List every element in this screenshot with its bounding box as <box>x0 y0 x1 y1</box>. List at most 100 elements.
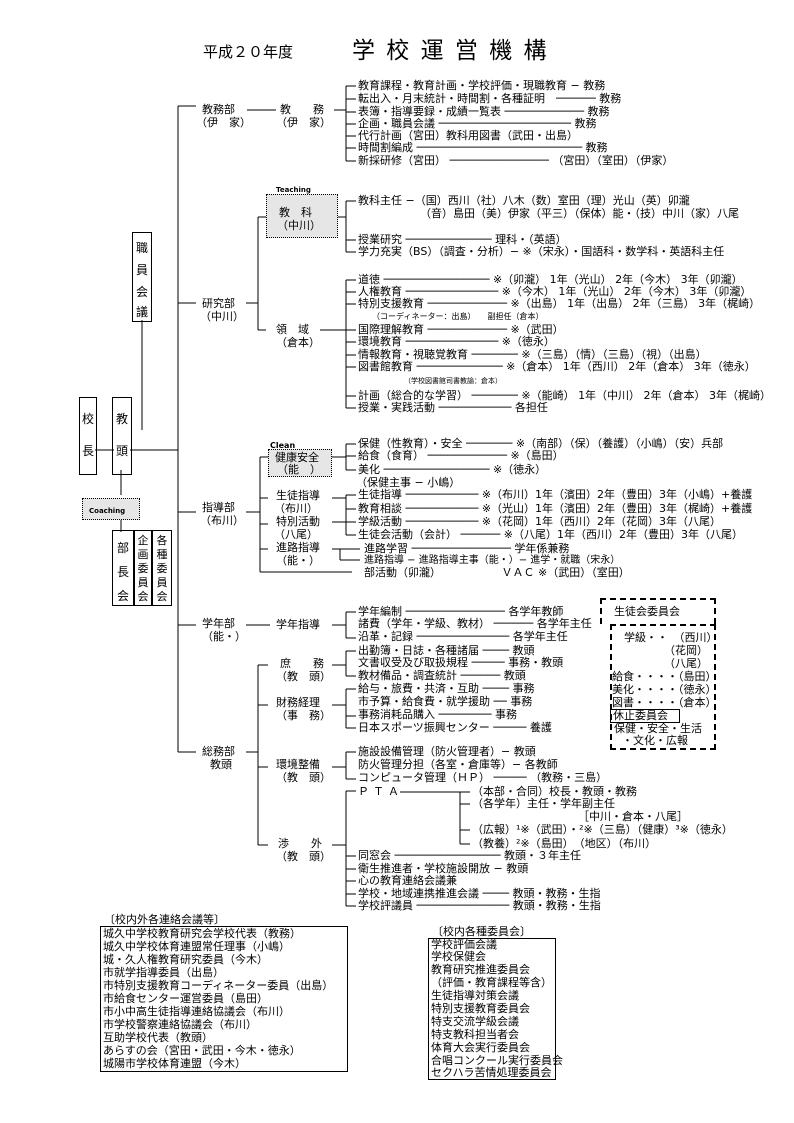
seito-item-4: 生徒会活動（会計） ────── ※（八尾）1年（西川）2年（豊田）3年（八尾） <box>358 528 743 541</box>
seito-item-3: 学級活動 ─────────── ※（花岡）1年（西川）2年（花岡）3年（八尾） <box>358 515 722 528</box>
ryoiki-item-11: 授業・実践活動 ─────────── 各担任 <box>358 401 548 414</box>
seito-item-1: 生徒指導 ─────────── ※（布川）1年（濱田）2年（豊田）3年（小嶋）… <box>358 488 753 501</box>
shomu-section: 庶 務 <box>280 657 324 670</box>
liaison-item-8: 市学校警察連絡協議会（布川） <box>103 1018 257 1031</box>
planning-committee-box: 企 画 委 員 会 <box>134 530 152 606</box>
kyoka-item-3: 授業研究 ───────────── 理科・（英語） <box>358 233 567 246</box>
kyoka-item-4: 学力充実（BS）（調査・分析）− ※（宋永）・国語科・数学科・英語科主任 <box>358 245 725 258</box>
gakunen-dept: 学年部 <box>202 617 235 630</box>
committee-item-7: 特支交流学級会議 <box>431 1015 519 1028</box>
liaison-item-6: 市給食センター運営委員（島田） <box>103 992 268 1005</box>
liaison-item-7: 市小中高生徒指導連絡協議会（布川） <box>103 1005 290 1018</box>
shinro-item-2: 進路指導 − 進路指導主事（能・）− 進学・就職（宋永） <box>364 555 621 566</box>
ryoiki-section: 領 域 <box>276 323 309 336</box>
kankyo-section: 環境整備 <box>276 758 320 771</box>
zaimu-item-1: 給与・旅費・共済・互助 ──── 事務 <box>358 682 535 695</box>
staff-meeting-char-4: 議 <box>135 305 148 319</box>
committee-item-2: 学校保健会 <box>431 950 486 963</box>
kyoka-item-2: （音）島田（美）伊家（平三）（保体）能・（技）中川（家）八尾 <box>420 207 739 220</box>
suspended-committee-box: 休止委員会 <box>610 709 680 723</box>
ryoiki-item-6: 環境教育 ────────────── ※（徳永） <box>358 335 555 348</box>
zaimu-section: 財務経理 <box>276 696 320 709</box>
committees-char-5: 会 <box>156 590 168 603</box>
student-council-item-5: 美化・・・・（徳永） <box>612 683 717 696</box>
student-council-item-6: 図書・・・・（倉本） <box>612 696 717 709</box>
kenko-box: 健康安全 （能 ） <box>268 449 332 477</box>
page-title: 学 校 運 営 機 構 <box>352 38 549 64</box>
committees-char-3: 委 <box>156 562 168 575</box>
kyoka-section: 教 科 <box>279 206 312 219</box>
kenko-item-4: （保健主事 − 小嶋） <box>356 476 461 489</box>
student-council-item-1: 学級・・ （西川） <box>624 631 718 644</box>
somu-dept-head: 教頭 <box>210 758 232 771</box>
seito-section-head: （布川） <box>274 502 318 515</box>
liaison-item-11: 城陽市学校体育連盟（今木） <box>103 1057 246 1070</box>
ryoiki-item-1: 道徳 ──────────────── ※（卯瀧） 1年（光山） 2年（今木） … <box>358 273 743 286</box>
shogai-item-1: 同窓会 ──────────────── 教頭・３年主任 <box>358 849 581 862</box>
student-council-title-box: 生徒会委員会 <box>600 598 716 624</box>
shinro-section: 進路指導 <box>276 541 320 554</box>
principal-char-1: 校 <box>81 412 94 426</box>
clean-label: Clean <box>270 441 296 450</box>
committees-char-4: 員 <box>156 576 168 589</box>
coaching-label: Coaching <box>89 507 126 515</box>
planning-char-2: 画 <box>137 548 149 561</box>
pta-item-2: （各学年）主任・学年副主任 <box>472 797 615 810</box>
kenko-item-2: 給食（食育） ──────────── ※（島田） <box>358 449 564 462</box>
student-council-item-2: （花岡） <box>664 644 708 657</box>
shido-dept-head: （布川） <box>200 514 244 527</box>
pta-item-1: （本部・合同）校長・教頭・教務 <box>472 785 637 798</box>
zaimu-item-3: 事務消耗品購入 ──────── 事務 <box>358 708 517 721</box>
student-council-item-3: （八尾） <box>664 657 708 670</box>
committees-char-2: 種 <box>156 548 168 561</box>
student-council-item-8: 保健・安全・生活 <box>614 722 702 735</box>
kyomu-item-7: 新採研修（宮田） ─────────────── （宮田）（室田）（伊家） <box>358 154 674 167</box>
ryoiki-item-10: 計画（総合的な学習） ─────── ※（能崎） 1年（中川） 2年（倉本） 3… <box>358 389 772 402</box>
tokkatsu-section-head: （八尾） <box>274 528 318 541</box>
planning-char-4: 員 <box>137 576 149 589</box>
somu-dept: 総務部 <box>202 745 235 758</box>
staff-meeting-box: 職 員 会 議 <box>132 232 152 322</box>
shomu-section-head: （教 頭） <box>276 670 331 683</box>
committee-item-1: 学校評価会議 <box>431 938 497 951</box>
gakunen-item-1: 学年編制 ─────────────── 各学年教師 <box>358 605 564 618</box>
staff-meeting-char-2: 員 <box>135 263 148 277</box>
seito-item-2: 教育相談 ─────────── ※（光山）1年（濱田）2年（豊田）3年（梶崎）… <box>358 502 753 515</box>
liaison-item-3: 城・久人権教育研究委員（今木） <box>103 953 268 966</box>
liaison-item-10: あらすの会（宮田・武田・今木・徳永） <box>103 1044 301 1057</box>
planning-char-1: 企 <box>137 534 149 547</box>
gakunen-dept-head: （能・） <box>202 630 246 643</box>
seito-section: 生徒指導 <box>276 489 320 502</box>
liaison-item-4: 市就学指導委員（出島） <box>103 966 224 979</box>
kyoka-item-1: 教科主任 −（国）西川（社）八木（数）室田（理）光山（英）卯瀧 <box>358 194 690 207</box>
kyomu-item-4: 企画・職員会議 ──────────────────── 教務 <box>358 117 597 130</box>
kankyo-item-1: 施設設備管理（防火管理者）− 教頭 <box>358 745 536 758</box>
student-council-item-4: 給食・・・・（島田） <box>612 670 717 683</box>
kyomu-item-5: 代行計画（宮田）教科用図書（武田・出島） <box>358 129 578 142</box>
shomu-item-1: 出勤簿・日誌・各種諸届 ──── 教頭 <box>358 644 535 657</box>
principal-box: 校 長 <box>79 397 97 475</box>
ryoiki-item-5: 国際理解教育 ──────────── ※（武田） <box>358 323 564 336</box>
dept-heads-char-2: 長 <box>116 565 129 579</box>
pta-item-3: ［中川・倉本・八尾］ <box>578 810 688 823</box>
club-activity: 部活動（卯瀧） ＶＡＣ ※（武田）（室田） <box>364 566 630 579</box>
ryoiki-item-2: 人権教育 ────────────── ※（今木） 1年（光山） 2年（今木） … <box>358 285 752 298</box>
kankyo-item-2: 防火管理分担（各室・倉庫等）− 各教師 <box>358 758 558 771</box>
vice-principal-char-2: 頭 <box>115 444 128 458</box>
ryoiki-item-4: （コーディネーター：出島） 副担任（倉本） <box>372 312 544 321</box>
pta-item-4: （広報）¹※（武田）・²※（三島）（健康）³※（徳永） <box>472 823 733 836</box>
vice-principal-box: 教 頭 <box>112 397 132 475</box>
tokkatsu-section: 特別活動 <box>276 515 320 528</box>
kenkyu-dept-head: （中川） <box>200 310 244 323</box>
kyomu-item-2: 転出入・月末統計・時間割・各種証明 ────── 教務 <box>358 92 622 105</box>
committee-item-6: 特別支援教育委員会 <box>431 1002 530 1015</box>
ryoiki-item-9: （学校図書館司書教諭：倉本） <box>404 377 502 385</box>
ryoiki-item-3: 特別支援教育 ──────────── ※（出島） 1年（出島） 2年（三島） … <box>358 297 761 310</box>
zaimu-item-4: 日本スポーツ振興センター ───── 養護 <box>358 721 552 734</box>
committee-item-9: 体育大会実行委員会 <box>431 1041 530 1054</box>
kyomu-item-3: 表簿・指導要録・成績一覧表 ──────────── 教務 <box>358 105 610 118</box>
kankyo-item-3: コンピュータ管理（ＨＰ） ───── （教務・三島） <box>358 771 608 784</box>
kyomu-item-1: 教育課程・教育計画・学校評価・現職教育 − 教務 <box>358 79 606 92</box>
ryoiki-item-8: 図書館教育 ───────────── ※（倉本） 1年（西川） 2年（倉本） … <box>358 360 756 373</box>
student-council-item-9: ・文化・広報 <box>622 734 688 747</box>
